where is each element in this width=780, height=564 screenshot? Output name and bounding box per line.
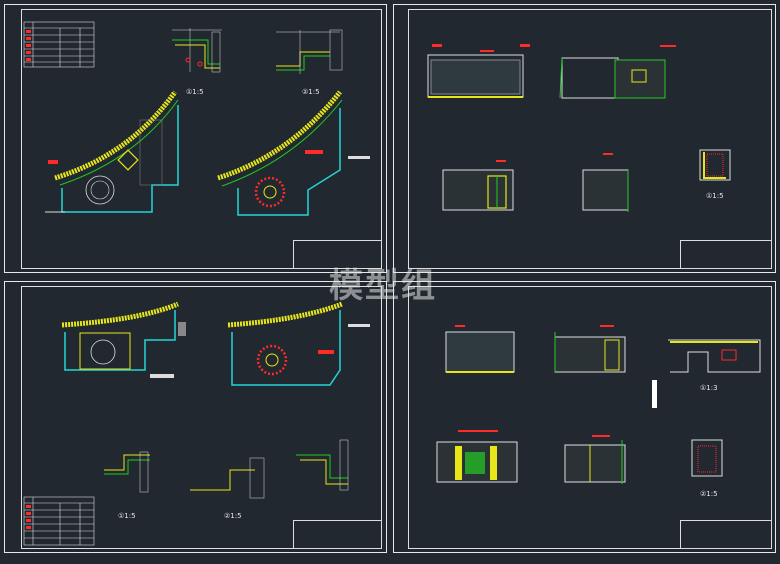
- detail-5: [296, 439, 349, 491]
- sheet-top-left: [4, 4, 387, 273]
- elevation-i: [564, 440, 626, 484]
- title-block: [680, 520, 772, 549]
- elevation-c: [442, 169, 514, 211]
- floor-plan-4: [227, 301, 370, 386]
- floor-plan-1: [45, 90, 179, 213]
- section-detail-2: [691, 439, 723, 477]
- detail-3: [104, 451, 150, 493]
- material-table: [23, 496, 95, 546]
- sheet-top-right-border: [408, 9, 772, 269]
- elevation-e: [445, 331, 515, 373]
- scale-label: ①1:5: [118, 512, 136, 520]
- sheet-bottom-left-border: [21, 286, 382, 549]
- scale-label: ②1:5: [302, 88, 320, 96]
- scale-label: ①1:5: [186, 88, 204, 96]
- scale-label: ①1:5: [706, 192, 724, 200]
- scale-label: ②1:5: [700, 490, 718, 498]
- sheet-bottom-right: [393, 281, 776, 553]
- section-g: [652, 339, 761, 408]
- sheet-top-right: [393, 4, 776, 273]
- elevation-h: [436, 441, 518, 483]
- elevation-b: [559, 57, 666, 99]
- elevation-a: [427, 44, 530, 98]
- detail-1: [172, 28, 222, 73]
- material-table: [23, 21, 95, 68]
- scale-label: ①1:3: [700, 384, 718, 392]
- watermark: 模型组: [329, 266, 437, 306]
- detail-2: [276, 29, 343, 74]
- sheet-bottom-left: [4, 281, 387, 553]
- floor-plan-3: [61, 301, 186, 378]
- section-detail: [699, 149, 731, 181]
- sheet-bottom-right-border: [408, 286, 772, 549]
- title-block: [293, 520, 382, 549]
- scale-label: ②1:5: [224, 512, 242, 520]
- elevation-d: [582, 169, 629, 212]
- detail-4: [190, 457, 265, 499]
- title-block: [293, 240, 382, 269]
- elevation-f: [554, 332, 626, 373]
- title-block: [680, 240, 772, 269]
- floor-plan-2: [217, 90, 370, 216]
- sheet-top-left-border: [21, 9, 382, 269]
